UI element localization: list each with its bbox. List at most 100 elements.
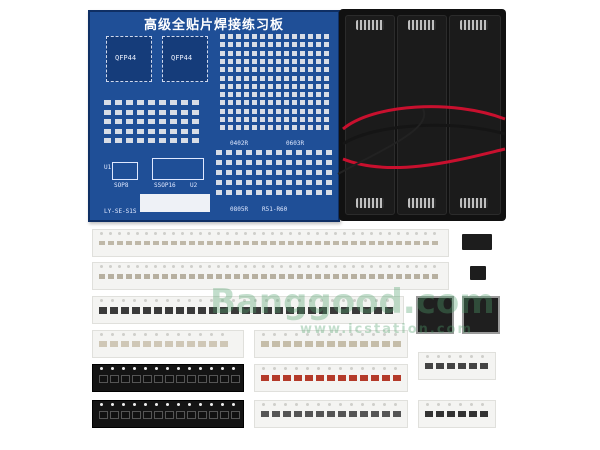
solder-pad	[228, 125, 233, 131]
tape-hole	[243, 299, 246, 302]
qfp44-chip-2	[464, 298, 498, 332]
smd-component	[154, 411, 163, 419]
smd-component	[225, 241, 231, 245]
tape-hole	[370, 265, 373, 268]
tape-hole	[210, 403, 213, 406]
smd-component	[447, 363, 455, 369]
smd-component	[198, 411, 207, 419]
solder-pad	[260, 108, 265, 114]
tape-hole	[100, 299, 103, 302]
solder-pad	[220, 34, 225, 39]
smd-component	[272, 341, 280, 347]
tape-hole	[100, 403, 103, 406]
tape-hole	[154, 265, 157, 268]
solder-pad	[326, 160, 332, 165]
tape-hole	[133, 299, 136, 302]
solder-pad	[159, 128, 166, 134]
tape-hole	[306, 333, 309, 336]
solder-pad	[226, 180, 232, 185]
smd-component	[447, 411, 455, 417]
solder-pad	[306, 160, 312, 165]
smd-component	[234, 273, 240, 279]
pcb-title: 高级全贴片焊接练习板	[143, 18, 284, 33]
tape-hole	[372, 403, 375, 406]
smd-component	[270, 273, 276, 279]
tape-hole	[388, 265, 391, 268]
solder-pad	[316, 42, 321, 48]
smd-component	[333, 241, 339, 245]
solder-pad	[326, 150, 332, 155]
tape-hole	[406, 265, 409, 268]
solder-pad	[244, 83, 249, 89]
tape-hole	[295, 333, 298, 336]
tape-hole	[155, 367, 158, 370]
smd-component	[294, 375, 302, 381]
smd-component	[458, 411, 466, 417]
solder-pad	[324, 34, 329, 39]
smd-component	[243, 241, 249, 245]
solder-pad	[228, 92, 233, 98]
r0805-label: 0805R	[230, 206, 249, 213]
battery-slot-1	[345, 15, 395, 215]
solder-pad	[252, 108, 257, 114]
tape-hole	[295, 367, 298, 370]
solder-pad	[115, 128, 122, 134]
solder-pad	[256, 150, 262, 155]
solder-pad	[226, 150, 232, 155]
smd-component	[308, 306, 316, 314]
qfp-right-label: QFP44	[171, 54, 193, 62]
board-code-label: LY-SE-S1S	[104, 208, 137, 215]
smd-component	[306, 241, 312, 245]
smd-component	[165, 306, 173, 314]
tape-hole	[426, 355, 429, 358]
solder-pad	[256, 180, 262, 185]
tape-hole	[109, 265, 112, 268]
solder-pad	[306, 150, 312, 155]
solder-pad	[300, 42, 305, 48]
solder-pad	[308, 50, 313, 56]
smd-component	[132, 306, 140, 314]
solder-pad	[284, 125, 289, 131]
solder-pad	[126, 138, 133, 143]
tape-hole	[177, 403, 180, 406]
solder-pad	[236, 150, 242, 155]
solder-pad	[228, 83, 233, 89]
smd-component	[198, 341, 206, 347]
smd-component	[305, 375, 313, 381]
solder-pad	[324, 125, 329, 131]
solder-pad	[220, 125, 225, 131]
solder-pad	[268, 83, 273, 89]
solder-pad	[226, 160, 232, 165]
solder-pad	[292, 117, 297, 122]
tape-hole	[287, 299, 290, 302]
smd-component	[144, 241, 150, 245]
tape-hole	[273, 333, 276, 336]
smd-component	[154, 306, 162, 314]
smd-component	[360, 241, 366, 245]
smd-component	[396, 273, 402, 279]
bottom-pad-rows	[216, 150, 334, 202]
smd-component	[242, 306, 250, 314]
tape-hole	[361, 265, 364, 268]
solder-pad	[300, 34, 305, 39]
smd-component	[121, 375, 130, 383]
smd-component	[209, 411, 218, 419]
solder-pad	[308, 125, 313, 131]
solder-pad	[276, 190, 282, 195]
tape-hole	[280, 232, 283, 235]
solder-pad	[236, 170, 242, 175]
solder-pad	[276, 108, 281, 114]
tape-hole	[353, 299, 356, 302]
smd-component	[264, 306, 272, 314]
smd-component	[283, 341, 291, 347]
tape-hole	[232, 403, 235, 406]
solder-pad	[260, 100, 265, 106]
smd-component	[162, 241, 168, 245]
smd-component	[382, 341, 390, 347]
solder-pad	[286, 180, 292, 185]
tape-hole	[397, 265, 400, 268]
smd-strip-7	[254, 330, 408, 358]
tape-hole	[166, 367, 169, 370]
tape-hole	[433, 232, 436, 235]
solder-pad	[266, 150, 272, 155]
